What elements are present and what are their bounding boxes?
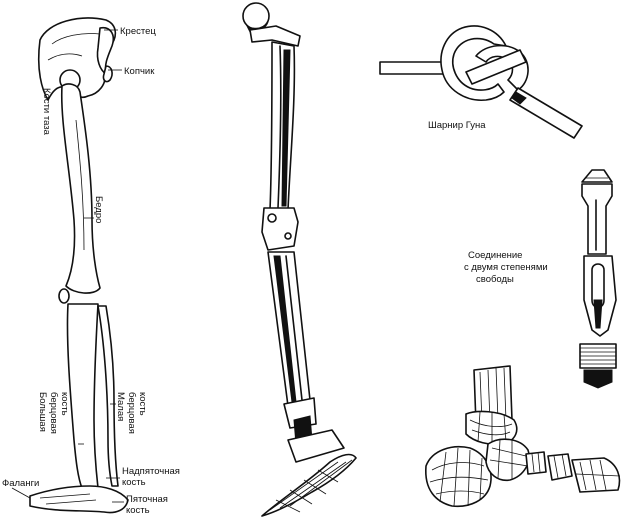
patella (58, 288, 70, 304)
hinge-horizontal-bar (379, 61, 445, 75)
prosthesis-knee-joint (261, 207, 299, 251)
hinge-handle (509, 87, 583, 139)
label-talus-1: Надпяточная (122, 466, 180, 477)
tibia-bone (66, 303, 99, 489)
svg-text:берцовая: берцовая (126, 392, 137, 434)
svg-text:кость: кость (137, 392, 148, 416)
skeleton-leg (11, 17, 129, 514)
joint-shaft (581, 183, 613, 255)
foot-joint-model (425, 365, 621, 508)
label-tibia: Большая берцовая кость (37, 392, 70, 434)
pelvis-bone (37, 17, 117, 101)
foot-heel-block (425, 446, 492, 508)
label-phalanges: Фаланги (2, 478, 39, 489)
svg-text:кость: кость (59, 392, 70, 416)
foot-midfoot-block (485, 438, 530, 482)
goon-hinge (379, 25, 583, 139)
svg-text:берцовая: берцовая (48, 392, 59, 434)
label-talus-2: кость (122, 477, 146, 488)
foot-toe-segment-1 (525, 451, 547, 475)
label-pelvic-bones: Кости таза (41, 88, 52, 136)
sacrum-bone (96, 26, 115, 75)
svg-text:Большая: Большая (37, 392, 48, 432)
joint-cap (581, 169, 613, 183)
foot-toe-segment-2 (547, 453, 573, 481)
label-two-dof-2: с двумя степенями (464, 262, 548, 273)
prosthesis-shin-frame (267, 251, 311, 407)
prosthesis-foot (261, 453, 357, 517)
label-goon-hinge: Шарнир Гуна (428, 120, 486, 131)
svg-text:Малая: Малая (115, 392, 126, 421)
femur-bone (60, 83, 101, 294)
label-calcaneus-2: кость (126, 505, 150, 516)
label-fibula: Малая берцовая кость (115, 392, 148, 434)
fibula-bone (97, 305, 119, 487)
label-calcaneus-1: Пяточная (126, 494, 168, 505)
label-coccyx: Копчик (124, 66, 155, 77)
label-sacrum: Крестец (120, 26, 156, 37)
prosthesis-collar (249, 25, 301, 47)
coccyx-bone (102, 65, 113, 83)
foot-bones (29, 485, 129, 514)
prosthetic-leg (242, 2, 357, 517)
label-two-dof-3: свободы (476, 274, 514, 285)
hinge-outer-ring (440, 25, 507, 101)
two-dof-joint (579, 169, 617, 389)
label-femur: Бедро (93, 196, 104, 223)
label-two-dof-1: Соединение (468, 250, 522, 261)
